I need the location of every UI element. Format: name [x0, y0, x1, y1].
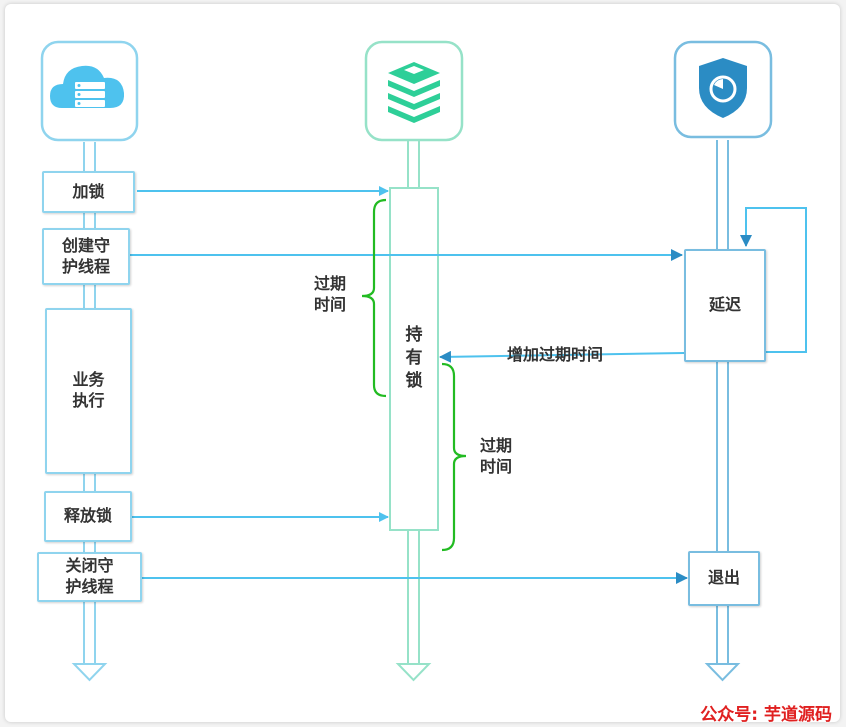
- business-step: 业务 执行: [45, 308, 132, 474]
- cloud-server-icon: [50, 65, 125, 108]
- redis-participant: [364, 40, 464, 142]
- close-daemon-step: 关闭守 护线程: [37, 552, 142, 602]
- extend-expire-label: 增加过期时间: [507, 345, 604, 364]
- exit-step: 退出: [688, 551, 760, 606]
- release-step: 释放锁: [44, 491, 132, 542]
- extend-expire-arrow: [439, 350, 685, 363]
- watermark: 公众号: 芋道源码: [700, 705, 832, 725]
- hold-lock-label: 持 有 锁: [405, 325, 423, 391]
- redis-activation-bar: [389, 187, 439, 531]
- expire-time-label-1: 过期 时间: [314, 274, 347, 314]
- shield-icon: [699, 58, 747, 118]
- extend-step: 延迟: [684, 249, 766, 362]
- client-participant: [40, 40, 139, 142]
- self-loop-arrow: [740, 207, 807, 353]
- redis-stack-icon: [388, 62, 440, 123]
- watchdog-participant: [673, 40, 773, 139]
- lock-step: 加锁: [42, 171, 135, 213]
- expire-time-label-2: 过期 时间: [480, 436, 513, 476]
- expire-bracket-2: [441, 362, 467, 552]
- expire-bracket-1: [361, 198, 387, 398]
- create-daemon-step: 创建守 护线程: [42, 228, 130, 285]
